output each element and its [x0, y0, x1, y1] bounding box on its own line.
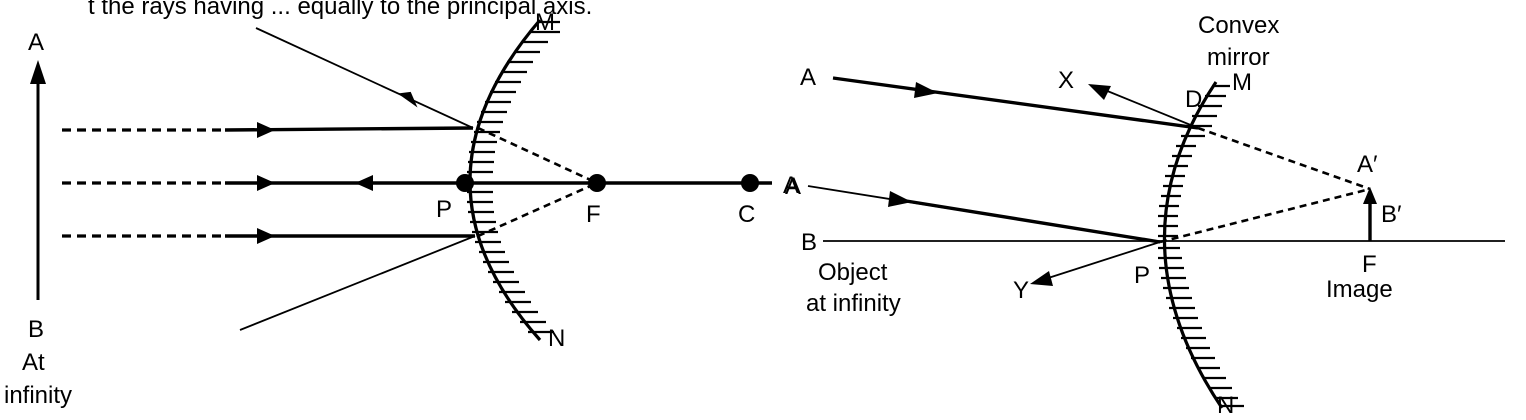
- centre-c-dot: [741, 174, 759, 192]
- pole-p-dot: [456, 174, 474, 192]
- label-mirror-m-left: M: [535, 9, 555, 36]
- reflected-ray-top: [255, 27, 474, 129]
- label-object-a: A: [28, 29, 44, 56]
- arrow-middle-icon: [257, 175, 275, 191]
- label-object-b: B: [28, 316, 44, 343]
- label-y: Y: [1013, 277, 1029, 304]
- arrow-reflected-top-icon: [397, 91, 418, 108]
- dashed-line-p-to-image: [1159, 187, 1371, 244]
- convex-mirror-figure: Convex mirror B A A X Y: [785, 12, 1505, 419]
- arrow-bottom-icon: [257, 228, 275, 244]
- label-ray-a-top: A: [800, 64, 816, 91]
- label-image-caption: Image: [1326, 276, 1393, 303]
- incident-ray-a-top: [832, 76, 1199, 130]
- arrow-incident-top-icon: [914, 82, 938, 98]
- label-axis-b: B: [801, 229, 817, 256]
- label-mirror: mirror: [1207, 44, 1270, 71]
- label-object-line1: Object: [818, 259, 888, 286]
- focus-f-dot: [588, 174, 606, 192]
- dashed-line-bottom-to-f: [477, 181, 598, 238]
- image-arrowhead-icon: [1363, 187, 1377, 204]
- header-text-fragment: t the rays having ... equally to the pri…: [88, 0, 592, 20]
- label-ray-a-mid: A: [785, 173, 801, 200]
- label-image-b-prime: B′: [1381, 201, 1402, 228]
- arrow-reflected-middle-icon: [355, 175, 373, 191]
- convex-mirror-hatching: [1158, 84, 1244, 408]
- dashed-line-top-to-f: [477, 126, 598, 185]
- reflected-ray-bottom: [239, 235, 476, 331]
- arrow-reflected-x-icon: [1088, 84, 1111, 100]
- concave-mirror-hatching: [467, 20, 560, 334]
- concave-mirror-figure: A B At infinity: [4, 9, 799, 409]
- label-x: X: [1058, 67, 1074, 94]
- reflected-ray-x: [1099, 87, 1199, 129]
- label-pole-p-right: P: [1134, 262, 1150, 289]
- incident-ray-a-mid: [899, 198, 1161, 244]
- label-centre-c: C: [738, 201, 755, 228]
- arrow-reflected-y-icon: [1030, 271, 1053, 286]
- arrow-incident-mid-icon: [888, 191, 912, 207]
- dashed-line-d-to-image: [1197, 126, 1371, 191]
- label-convex: Convex: [1198, 12, 1279, 39]
- convex-mirror-curve: [1162, 81, 1224, 409]
- label-focus-f-right: F: [1362, 251, 1377, 278]
- label-infinity: infinity: [4, 382, 72, 409]
- label-point-d: D: [1185, 86, 1202, 113]
- reflected-ray-y: [1041, 241, 1161, 281]
- object-arrowhead-icon: [30, 60, 46, 84]
- label-mirror-m-right: M: [1232, 69, 1252, 96]
- label-pole-p-left: P: [436, 196, 452, 223]
- label-at: At: [22, 349, 45, 376]
- label-mirror-n-right: N: [1217, 392, 1234, 419]
- label-mirror-n-left: N: [548, 325, 565, 352]
- label-object-line2: at infinity: [806, 290, 901, 317]
- arrow-top-icon: [257, 122, 275, 138]
- label-ray-a-left: A: [783, 172, 799, 199]
- label-image-a-prime: A′: [1357, 151, 1378, 178]
- label-focus-f-left: F: [586, 201, 601, 228]
